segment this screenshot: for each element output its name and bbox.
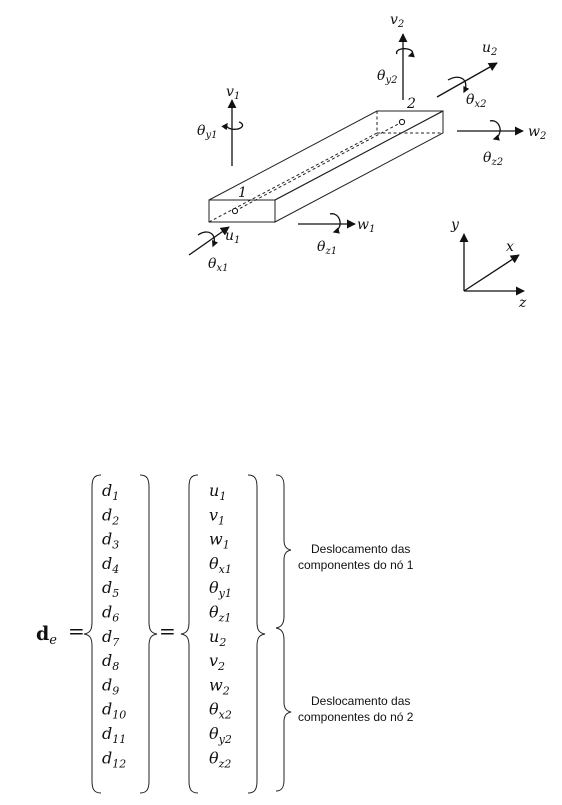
dof-vector-entry: θy2 xyxy=(209,724,232,746)
node-1-label: 1 xyxy=(238,185,247,201)
beam-body: 1 2 xyxy=(209,96,443,222)
y-axis-label: y xyxy=(450,217,460,233)
node-2-group-note: Deslocamento das componentes do nó 2 xyxy=(298,694,414,724)
v1-label: v1 xyxy=(226,84,240,102)
node-1-note-line-2: componentes do nó 1 xyxy=(298,558,414,572)
coordinate-axes: y x z xyxy=(450,217,527,311)
dof-vector-entry: θz2 xyxy=(209,748,231,770)
theta-z2-label: θz2 xyxy=(483,150,503,168)
node-1-group-brace xyxy=(276,475,291,628)
w1-label: w1 xyxy=(357,217,375,235)
dof-vector-entry: θz1 xyxy=(209,603,231,625)
d-vector-entry: d6 xyxy=(102,603,119,625)
d-vector-entry: d7 xyxy=(102,627,119,649)
d-vector-entry: d8 xyxy=(102,651,119,673)
d-vector-entry: d12 xyxy=(102,748,126,770)
theta-z1-label: θz1 xyxy=(317,239,337,257)
dof-vector-entry: θy1 xyxy=(209,578,232,600)
node-2-note-line-1: Deslocamento das xyxy=(311,694,410,708)
u2-label: u2 xyxy=(482,40,497,58)
lhs-vector-symbol: de xyxy=(36,623,57,648)
node-1-note-line-1: Deslocamento das xyxy=(311,542,410,556)
dof-vector-entry: u1 xyxy=(209,481,226,503)
node-2-marker xyxy=(399,119,404,124)
x-axis-label: x xyxy=(506,239,514,255)
theta-y1-arrow xyxy=(227,122,243,129)
theta-z1-arrow xyxy=(330,214,340,232)
theta-y2-label: θy2 xyxy=(377,68,397,86)
dof-vector-left-brace xyxy=(181,475,198,793)
theta-x2-label: θx2 xyxy=(466,92,486,110)
dof-vector-entry: θx1 xyxy=(209,554,232,576)
theta-y1-label: θy1 xyxy=(197,123,217,141)
d-vector-entry: d9 xyxy=(102,675,119,697)
node-2-group-brace xyxy=(276,628,291,791)
d-vector-left-brace xyxy=(84,475,101,793)
beam-right-face xyxy=(275,111,443,222)
equals-sign-1: = xyxy=(68,619,85,643)
node-2-dofs: v2 θy2 u2 θx2 w2 θz2 xyxy=(377,12,546,168)
theta-y2-arrow xyxy=(397,49,413,56)
dof-vector-right-brace xyxy=(248,475,265,793)
u1-label: u1 xyxy=(225,228,240,246)
node-1-group-note: Deslocamento das componentes do nó 1 xyxy=(298,542,414,572)
x-axis-arrow xyxy=(464,255,519,291)
d-vector-right-brace xyxy=(140,475,157,793)
node-1-dofs: v1 θy1 u1 θx1 w1 θz1 xyxy=(189,84,375,274)
d-vector-entry: d5 xyxy=(102,578,119,600)
dof-vector-entry: w1 xyxy=(209,530,230,552)
v2-label: v2 xyxy=(390,12,404,30)
node-1-marker xyxy=(232,208,237,213)
w2-label: w2 xyxy=(528,124,546,142)
beam-front-face xyxy=(209,200,275,222)
node-2-label: 2 xyxy=(406,96,416,112)
dof-vector-entry: θx2 xyxy=(209,700,232,722)
d-vector-entry: d3 xyxy=(102,530,119,552)
u1-arrow xyxy=(189,227,229,255)
beam-centroid-axis xyxy=(235,122,402,211)
d-vector-entry: d1 xyxy=(102,481,119,503)
d-vector-entry: d2 xyxy=(102,505,119,527)
node-2-note-line-2: componentes do nó 2 xyxy=(298,710,414,724)
dof-vector-entry: v2 xyxy=(209,651,225,673)
equals-sign-2: = xyxy=(159,619,176,643)
dof-vector-entry: w2 xyxy=(209,675,230,697)
z-axis-label: z xyxy=(518,295,527,311)
theta-x1-label: θx1 xyxy=(208,256,228,274)
dof-vector-entry: u2 xyxy=(209,627,226,649)
d-vector-entry: d11 xyxy=(102,724,126,746)
d-vector-entry: d4 xyxy=(102,554,119,576)
d-vector-entry: d10 xyxy=(102,700,126,722)
theta-z2-arrow xyxy=(490,121,500,139)
dof-vector-entry: v1 xyxy=(209,505,225,527)
